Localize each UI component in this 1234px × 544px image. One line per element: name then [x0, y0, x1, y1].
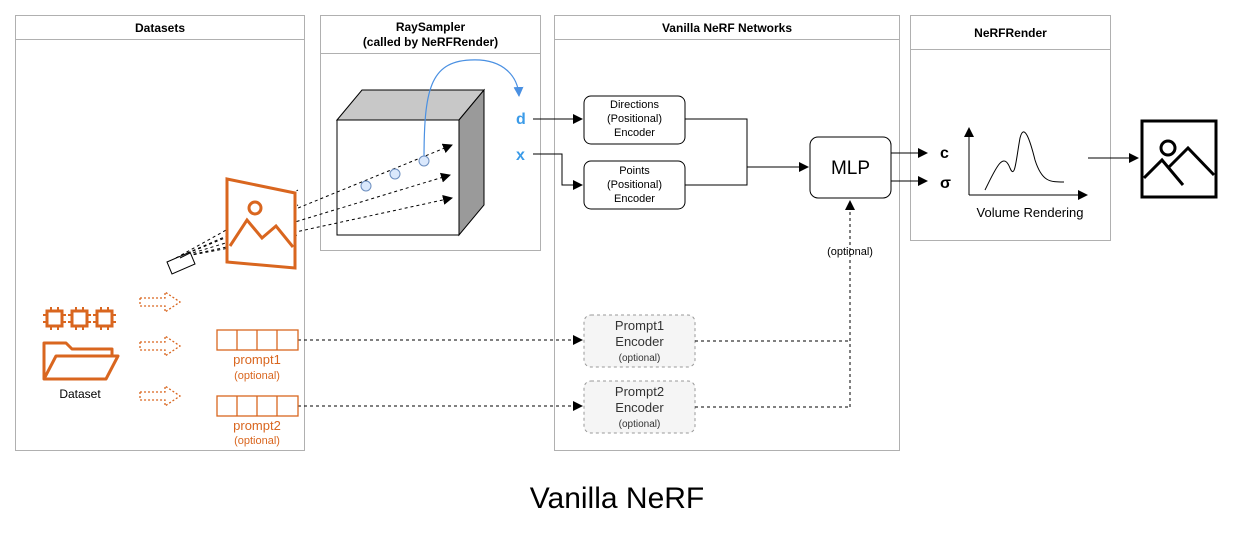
prompt2-optional-label: (optional): [234, 435, 280, 447]
mlp-output-arrows: [891, 148, 928, 186]
prompt2-token-array: [216, 395, 299, 417]
diagram-title: Vanilla NeRF: [529, 482, 705, 515]
prompt1-encoder: Prompt1 Encoder (optional): [583, 314, 696, 368]
input-arrows: [533, 114, 583, 190]
svg-text:(optional): (optional): [619, 419, 661, 430]
render-panel: NeRFRender: [910, 15, 1111, 241]
output-image-icon: [1140, 119, 1218, 199]
prompt1-label: prompt1: [233, 352, 281, 367]
volume-rendering-plot: [964, 127, 1088, 200]
sample-points: [360, 155, 430, 192]
svg-text:(Positional): (Positional): [607, 179, 662, 191]
prompt2-label: prompt2: [233, 418, 281, 433]
svg-text:Prompt1: Prompt1: [615, 318, 664, 333]
svg-text:Encoder: Encoder: [615, 400, 664, 415]
prompt-encoder-connectors: [695, 340, 850, 408]
svg-text:Encoder: Encoder: [614, 127, 655, 139]
prompt1-optional-label: (optional): [234, 370, 280, 382]
datasets-panel-title: Datasets: [16, 16, 304, 40]
svg-text:MLP: MLP: [831, 158, 870, 179]
mlp-optional-label: (optional): [827, 246, 873, 258]
output-sigma-label: σ: [940, 175, 951, 192]
raysampler-panel-title: RaySampler (called by NeRFRender): [321, 16, 540, 54]
sampling-cube: [335, 88, 486, 237]
folder-icon: [42, 341, 120, 381]
prompt1-token-array: [216, 329, 299, 351]
directions-encoder: Directions (Positional) Encoder: [583, 95, 686, 145]
prompt2-encoder: Prompt2 Encoder (optional): [583, 380, 696, 434]
mlp-block: MLP: [809, 136, 892, 199]
encoder-to-mlp-connectors: [685, 118, 809, 186]
svg-text:Directions: Directions: [610, 99, 659, 111]
dataset-label: Dataset: [59, 387, 101, 401]
dataset-flow-arrows: [139, 290, 182, 408]
prompt-token-arrows: [298, 335, 583, 411]
input-d-label: d: [516, 111, 526, 128]
svg-text:(optional): (optional): [619, 353, 661, 364]
networks-panel-title: Vanilla NeRF Networks: [555, 16, 899, 40]
svg-text:Encoder: Encoder: [615, 334, 664, 349]
svg-text:Points: Points: [619, 165, 650, 177]
points-encoder: Points (Positional) Encoder: [583, 160, 686, 210]
networks-panel: Vanilla NeRF Networks: [554, 15, 900, 451]
render-panel-title: NeRFRender: [911, 16, 1110, 50]
svg-text:Prompt2: Prompt2: [615, 384, 664, 399]
image-frame-icon: [225, 177, 297, 270]
direction-curve-arrow: [423, 59, 524, 161]
camera-icon: [166, 251, 196, 275]
input-x-label: x: [516, 147, 525, 164]
volume-rendering-label: Volume Rendering: [977, 205, 1084, 220]
chip-icons: [43, 307, 116, 330]
svg-text:(Positional): (Positional): [607, 113, 662, 125]
svg-text:Encoder: Encoder: [614, 193, 655, 205]
output-c-label: c: [940, 145, 949, 162]
